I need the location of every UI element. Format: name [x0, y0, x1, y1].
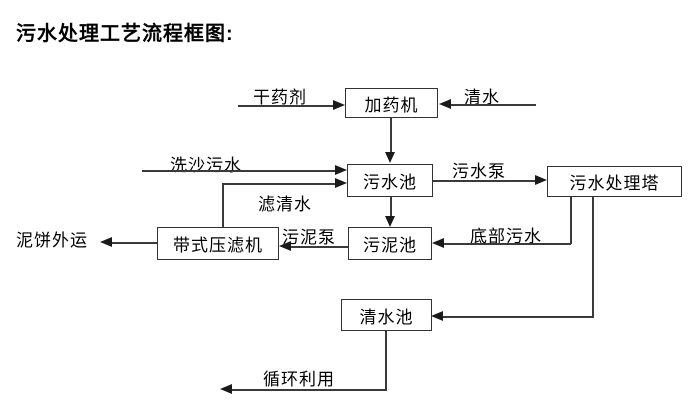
arrowhead-left-icon — [279, 241, 291, 251]
edge-sand-wash-line — [142, 170, 336, 172]
edge-mud-cake-line — [112, 242, 157, 244]
label-filtered-water: 滤清水 — [258, 195, 312, 214]
edge-filtered-water-riser — [222, 183, 224, 227]
label-clean-water: 清水 — [464, 88, 500, 107]
label-sand-wash-sewage: 洗沙污水 — [170, 156, 242, 175]
label-sludge-pump: 污泥泵 — [282, 228, 336, 247]
label-sewage-pump: 污水泵 — [452, 162, 506, 181]
arrowhead-right-icon — [535, 175, 547, 185]
arrowhead-right-icon — [333, 100, 345, 110]
label-mud-cake-outbound: 泥饼外运 — [16, 231, 88, 250]
edge-sludge-pump-line — [291, 246, 348, 248]
arrowhead-left-icon — [432, 238, 444, 248]
label-recycling: 循环利用 — [263, 370, 335, 389]
edge-bottom-sewage-line — [444, 243, 571, 245]
edge-dosing-to-sewage-line — [390, 118, 392, 154]
edge-recycling-line — [232, 389, 386, 391]
arrowhead-left-icon — [431, 311, 443, 321]
edge-sewage-pump-line — [433, 180, 536, 182]
edge-tower-to-clean-riser — [592, 197, 594, 318]
label-dry-chemical: 干药剂 — [253, 88, 307, 107]
page-title: 污水处理工艺流程框图: — [16, 23, 234, 45]
edge-sewage-to-sludge-line — [390, 197, 392, 217]
arrowhead-down-icon — [385, 152, 395, 163]
edge-bottom-sewage-riser — [570, 197, 572, 244]
edge-recycling-riser — [385, 331, 387, 391]
arrowhead-left-icon — [100, 237, 112, 247]
node-dosing-machine: 加药机 — [345, 88, 438, 118]
edge-clean-water-line — [450, 104, 536, 106]
arrowhead-down-icon — [385, 216, 395, 227]
arrowhead-left-icon — [220, 384, 232, 394]
node-belt-filter-press: 带式压滤机 — [157, 227, 279, 260]
edge-tower-to-clean-line — [443, 316, 593, 318]
arrowhead-left-icon — [439, 99, 451, 109]
arrowhead-right-icon — [335, 178, 347, 188]
node-clean-water-pool: 清水池 — [341, 299, 432, 331]
label-bottom-sewage: 底部污水 — [470, 227, 542, 246]
arrowhead-right-icon — [335, 165, 347, 175]
edge-filtered-water-line — [222, 183, 336, 185]
node-sludge-pool: 污泥池 — [348, 227, 432, 260]
node-sewage-pool: 污水池 — [347, 164, 433, 197]
edge-dry-chemical-line — [238, 105, 334, 107]
node-treatment-tower: 污水处理塔 — [547, 166, 682, 197]
